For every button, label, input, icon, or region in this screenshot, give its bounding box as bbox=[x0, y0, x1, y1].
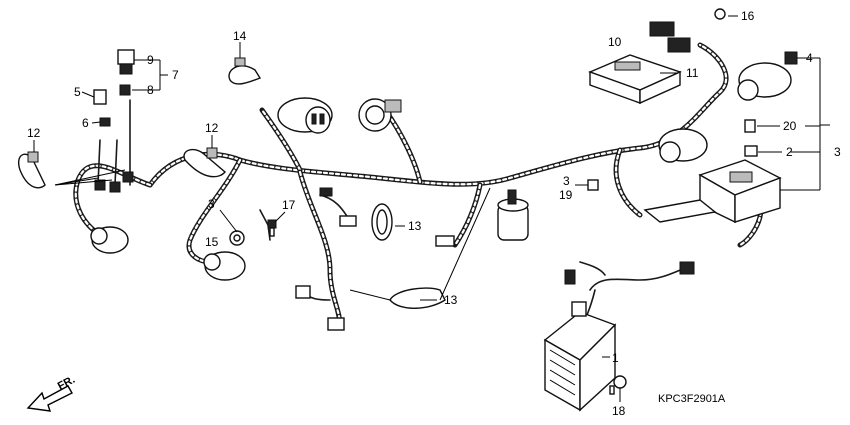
callout-9: 9 bbox=[147, 53, 154, 67]
callout-16: 16 bbox=[741, 9, 755, 23]
callout-5: 5 bbox=[74, 85, 81, 99]
callout-19: 19 bbox=[559, 188, 573, 202]
coil-left-lower bbox=[90, 226, 129, 254]
connectors-center-lower bbox=[295, 187, 455, 331]
bolt-17 bbox=[267, 219, 277, 237]
ignition-coil-upper bbox=[277, 97, 333, 134]
callout-3-right: 3 bbox=[834, 145, 841, 159]
callout-18: 18 bbox=[612, 404, 626, 418]
regulator-rectifier bbox=[543, 261, 695, 412]
coil-left-mid bbox=[203, 251, 246, 281]
callout-3-mid: 3 bbox=[563, 174, 570, 188]
band-clip-left bbox=[18, 151, 46, 189]
callout-13-lower: 13 bbox=[444, 293, 458, 307]
coupler-upper-right bbox=[649, 8, 726, 53]
part-code: KPC3F2901A bbox=[658, 393, 726, 405]
main-harness bbox=[73, 42, 764, 328]
callout-17: 17 bbox=[282, 198, 296, 212]
clamp-14 bbox=[228, 57, 262, 85]
front-label: FR. bbox=[56, 374, 77, 393]
callout-15: 15 bbox=[205, 235, 219, 249]
connector-19 bbox=[587, 179, 599, 191]
callout-12-left: 12 bbox=[27, 126, 41, 140]
resistor-center bbox=[497, 189, 529, 241]
band-clip-mid bbox=[183, 147, 226, 178]
fuse-box bbox=[643, 159, 782, 224]
callout-4: 4 bbox=[806, 51, 813, 65]
callout-labels: 1 2 3 3 3 4 5 6 7 8 9 10 11 12 12 13 13 … bbox=[27, 9, 841, 418]
thin-wires bbox=[97, 99, 686, 331]
callout-7: 7 bbox=[172, 68, 179, 82]
callout-6: 6 bbox=[82, 116, 89, 130]
callout-12-mid: 12 bbox=[205, 121, 219, 135]
callout-2: 2 bbox=[786, 145, 793, 159]
horn-relay bbox=[658, 128, 708, 163]
relay-right bbox=[737, 62, 792, 101]
callout-10: 10 bbox=[608, 35, 622, 49]
band-clamp-13b bbox=[389, 287, 446, 309]
clip-15 bbox=[229, 230, 245, 246]
callout-11: 11 bbox=[686, 66, 699, 80]
leader-lines bbox=[33, 15, 830, 402]
control-unit bbox=[588, 54, 682, 105]
band-clamp-13a bbox=[371, 203, 393, 241]
callout-13-upper: 13 bbox=[408, 219, 422, 233]
callout-1: 1 bbox=[612, 351, 619, 365]
front-arrow-icon bbox=[26, 385, 73, 412]
fuses bbox=[744, 51, 798, 157]
callout-3-left: 3 bbox=[208, 197, 215, 211]
callout-20: 20 bbox=[783, 119, 797, 133]
callout-14: 14 bbox=[233, 29, 247, 43]
coupler-top bbox=[358, 98, 402, 132]
callout-8: 8 bbox=[147, 83, 154, 97]
